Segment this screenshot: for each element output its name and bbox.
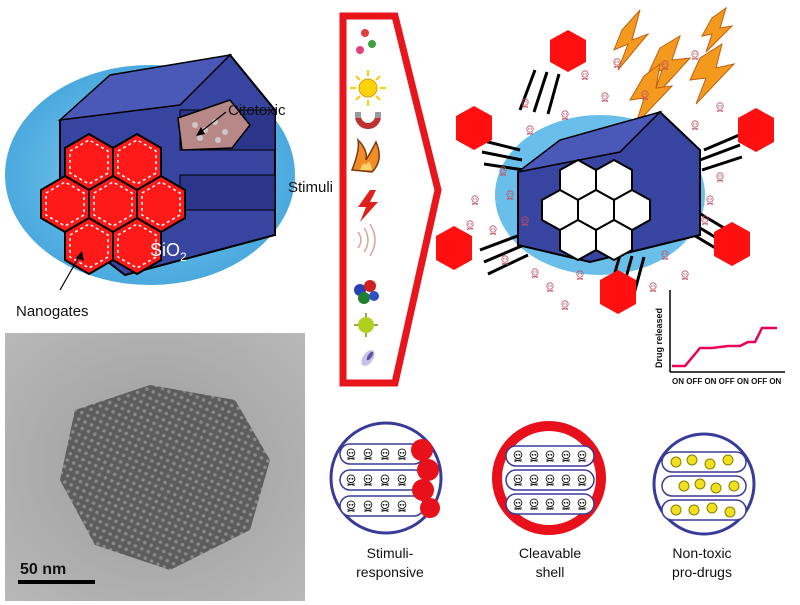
open-channel — [177, 99, 251, 151]
strategy-cleavable-shell: Cleavable shell — [492, 421, 606, 580]
release-curve — [672, 326, 777, 368]
strategy-2-line1: Cleavable — [519, 545, 581, 561]
tem-particle — [60, 385, 270, 570]
stimuli-icon-list — [350, 29, 386, 366]
pro-drug-spheres — [670, 454, 740, 518]
release-chart-ylabel: Drug released — [654, 308, 664, 368]
gate-spheres — [411, 439, 440, 518]
strategy-1-line2: responsive — [356, 564, 424, 580]
nanogates-hex-array — [40, 132, 186, 276]
heat-icon — [350, 137, 380, 173]
strategy-2-line2: shell — [536, 564, 565, 580]
silica-label: SiO2 — [150, 240, 187, 264]
molecule-icon — [361, 350, 375, 366]
electric-icon — [358, 190, 378, 222]
magnet-icon — [355, 112, 381, 129]
release-scene — [436, 6, 774, 314]
cytotoxic-label: Citotoxic — [228, 102, 286, 119]
release-chart-xlabel: ON OFF ON OFF ON OFF ON — [672, 377, 782, 386]
open-pores — [541, 158, 651, 262]
tem-micrograph: 50 nm — [5, 333, 305, 601]
light-icon — [350, 70, 386, 106]
nanoparticle-schematic: SiO2 Citotoxic Nanogates — [5, 53, 295, 320]
lightning-bolts — [613, 6, 736, 125]
release-chart: Drug released ON OFF ON OFF ON OFF ON — [654, 290, 785, 386]
ultrasound-icon — [357, 223, 376, 257]
nanogates-label: Nanogates — [16, 303, 89, 320]
strategy-1-line1: Stimuli- — [367, 545, 414, 561]
scale-bar-label: 50 nm — [20, 561, 66, 578]
ions-icon — [356, 29, 376, 54]
strategy-pro-drugs: Non-toxic pro-drugs — [652, 432, 756, 580]
enzyme-icon — [354, 280, 379, 304]
stimuli-arrow — [339, 12, 442, 387]
strategy-3-line1: Non-toxic — [672, 545, 731, 561]
strategy-stimuli-responsive: Stimuli- responsive — [329, 421, 443, 580]
stimuli-label: Stimuli — [288, 179, 333, 196]
biomolecule-icon — [354, 313, 378, 337]
nanogates-arrow — [59, 254, 81, 291]
strategy-3-line2: pro-drugs — [672, 564, 732, 580]
